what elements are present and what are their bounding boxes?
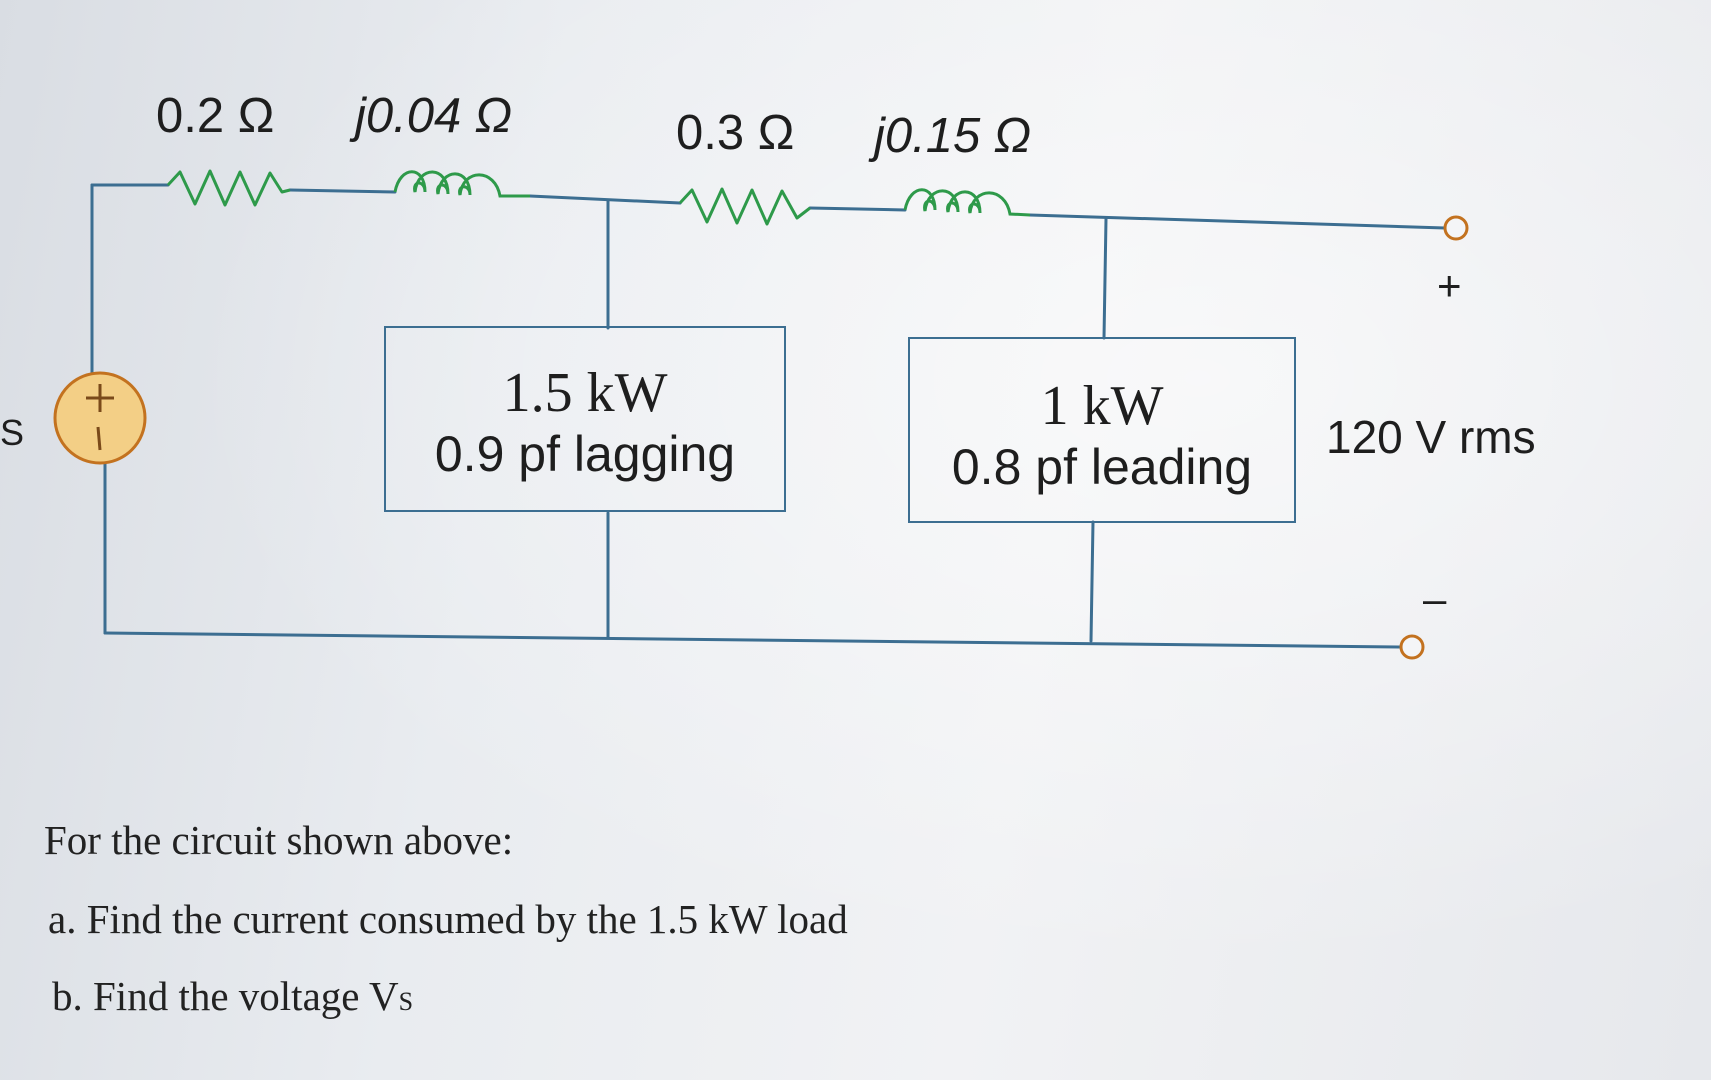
output-minus-sign: – (1423, 575, 1447, 622)
top-wire-2 (288, 188, 397, 194)
load-1-power: 1.5 kW (502, 362, 668, 424)
question-a: a. Find the current consumed by the 1.5 … (48, 896, 848, 942)
top-wire-3 (528, 194, 682, 205)
question-b: b. Find the voltage VS (52, 972, 413, 1020)
top-wire-4 (808, 206, 907, 212)
question-b-subscript: S (398, 987, 414, 1016)
x2-label: j0.15 Ω (874, 109, 1032, 163)
question-intro: For the circuit shown above: (44, 817, 514, 863)
resistor-2-icon (678, 187, 811, 226)
inductor-1-icon (393, 170, 530, 198)
inductor-2-icon (903, 188, 1031, 217)
r1-label: 0.2 Ω (156, 89, 275, 143)
r2-label: 0.3 Ω (676, 106, 795, 160)
bottom-wire (103, 631, 1404, 649)
output-plus-sign: + (1437, 262, 1462, 309)
output-voltage-label: 120 V rms (1326, 411, 1536, 463)
source-edge-label: S (0, 412, 25, 453)
branch-2-bottom (1089, 520, 1095, 643)
load-1-box: 1.5 kW 0.9 pf lagging (384, 326, 786, 512)
source-plus-icon (86, 384, 114, 412)
source-minus-icon (96, 426, 102, 451)
branch-2-top (1102, 217, 1108, 340)
output-terminal-minus-icon (1399, 634, 1425, 660)
resistor-1-icon (166, 169, 291, 207)
voltage-source-icon (53, 371, 147, 465)
top-wire-5 (1028, 213, 1447, 230)
question-b-text: b. Find the voltage V (52, 973, 399, 1019)
load-2-box: 1 kW 0.8 pf leading (908, 337, 1296, 523)
x1-label: j0.04 Ω (355, 89, 513, 143)
load-2-power: 1 kW (1040, 375, 1164, 437)
load-2-pf: 0.8 pf leading (951, 439, 1253, 495)
load-1-pf: 0.9 pf lagging (434, 426, 736, 482)
output-terminal-plus-icon (1443, 215, 1469, 241)
